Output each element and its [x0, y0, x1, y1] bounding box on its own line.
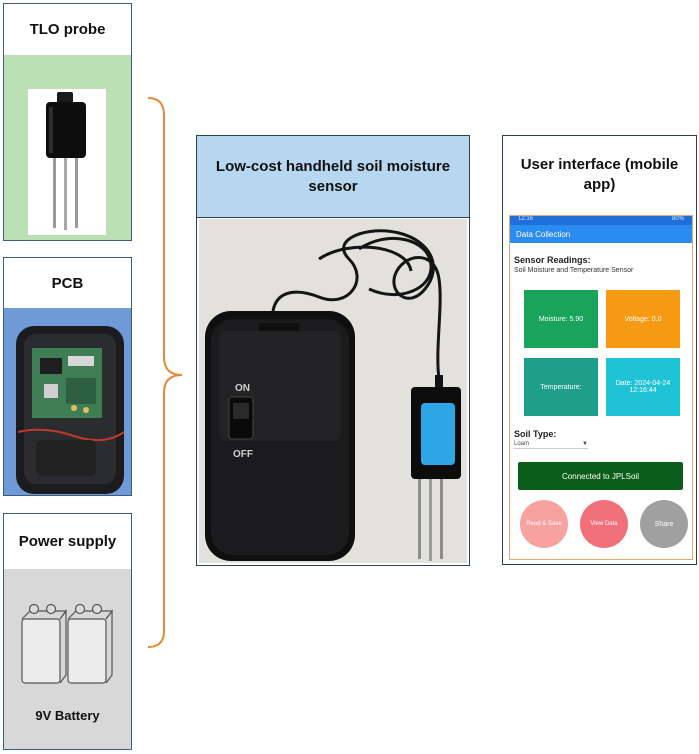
sensor-title: Low-cost handheld soil moisture sensor	[197, 136, 469, 218]
temperature-tile: Temperature:	[524, 358, 598, 416]
tlo-probe-panel	[4, 55, 131, 240]
phone-status-bar: 12:16 80%	[510, 216, 692, 225]
power-supply-title: Power supply	[18, 532, 117, 550]
sensor-photo: ON OFF	[199, 219, 467, 563]
status-battery: 80%	[671, 216, 684, 222]
moisture-tile: Moisture: 5.90	[524, 290, 598, 348]
soil-type-label: Soil Type:	[514, 429, 557, 439]
pcb-board-icon	[16, 326, 125, 494]
readings-subtitle: Soil Moisture and Temperature Sensor	[514, 267, 634, 274]
switch-on-label: ON	[235, 383, 250, 394]
battery-icon	[21, 603, 114, 684]
soil-type-value: Loam	[514, 441, 530, 447]
pcb-title: PCB	[51, 274, 84, 292]
status-time: 12:16	[518, 216, 534, 222]
share-button[interactable]: Share	[640, 500, 688, 548]
tlo-probe-box: TLO probe	[3, 3, 132, 241]
grouping-bracket	[147, 97, 183, 648]
handheld-sensor-icon: ON OFF	[199, 219, 467, 563]
readings-title: Sensor Readings:	[514, 255, 591, 265]
view-data-button[interactable]: View Data	[580, 500, 628, 548]
pcb-box: PCB	[3, 257, 132, 496]
read-save-button[interactable]: Read & Save	[520, 500, 568, 548]
switch-off-label: OFF	[233, 449, 253, 460]
user-interface-title: User interface (mobile app)	[520, 156, 679, 193]
tlo-probe-title: TLO probe	[29, 21, 106, 38]
soil-type-select[interactable]: Loam ▼	[514, 441, 588, 449]
voltage-tile: Voltage: 0.0	[606, 290, 680, 348]
app-bar-title: Data Collection	[510, 225, 692, 243]
soil-probe-icon	[28, 89, 106, 235]
pcb-panel	[4, 308, 131, 495]
user-interface-box: User interface (mobile app) 12:16 80% Da…	[502, 135, 697, 565]
chevron-down-icon: ▼	[582, 441, 588, 447]
battery-caption: 9V Battery	[35, 708, 100, 723]
connect-button[interactable]: Connected to JPLSoil	[518, 462, 683, 490]
phone-screen-icon: 12:16 80% Data Collection Sensor Reading…	[509, 215, 693, 560]
power-supply-panel: 9V Battery	[4, 569, 131, 749]
sensor-box: Low-cost handheld soil moisture sensor O…	[196, 135, 470, 566]
power-supply-box: Power supply 9V Battery	[3, 513, 132, 750]
date-tile: Date: 2024-04-24 12:16:44	[606, 358, 680, 416]
